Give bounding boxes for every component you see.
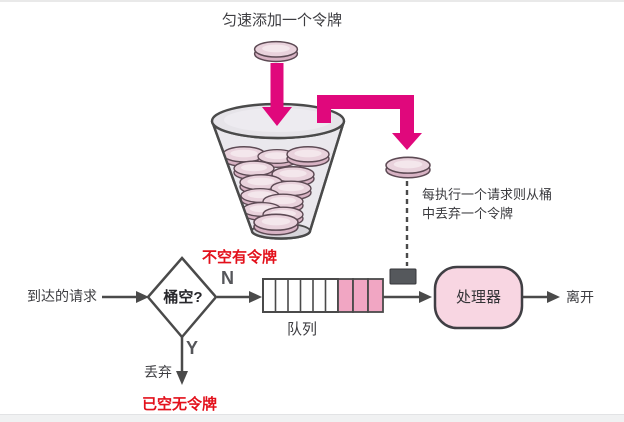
- remove-token-arrow: [317, 95, 422, 150]
- flow-arrows: [102, 291, 560, 385]
- processor-label: 处理器: [455, 289, 501, 306]
- bucket: [210, 102, 346, 240]
- top-edge-strip: [0, 0, 624, 2]
- decision-label: 桶空?: [163, 289, 203, 306]
- branch-n-label: N: [221, 268, 234, 288]
- valve-gate: [389, 268, 417, 285]
- consume-note-line2: 中丢弃一个令牌: [422, 206, 514, 221]
- consume-note-line1: 每执行一个请求则从桶: [422, 187, 553, 202]
- token-coin: [286, 146, 330, 168]
- processor-node: [433, 265, 524, 330]
- discard-label: 丢弃: [144, 364, 172, 380]
- arrowhead: [547, 291, 560, 303]
- queue-occupied-cell: [337, 278, 354, 313]
- token-coin: [253, 213, 299, 236]
- arrowhead: [419, 291, 432, 303]
- arrival-label: 到达的请求: [27, 288, 97, 304]
- add-token-title: 匀速添加一个令牌: [222, 12, 343, 29]
- arrowhead: [176, 371, 188, 385]
- queue-box: [262, 278, 384, 313]
- queue-occupied-cell: [352, 278, 369, 313]
- queue-label: 队列: [287, 321, 318, 338]
- not-empty-annotation: 不空有令牌: [202, 249, 278, 266]
- empty-annotation: 已空无令牌: [142, 396, 218, 413]
- removed-token: [385, 156, 431, 179]
- leave-label: 离开: [566, 289, 594, 305]
- incoming-token: [253, 40, 299, 63]
- add-token-arrow: [262, 63, 292, 126]
- queue-occupied-cell: [367, 278, 384, 313]
- decision-diamond: [146, 256, 218, 339]
- bottom-edge-strip: [0, 414, 624, 422]
- branch-y-label: Y: [186, 338, 199, 358]
- arrowhead: [136, 291, 149, 303]
- arrowhead: [249, 291, 262, 303]
